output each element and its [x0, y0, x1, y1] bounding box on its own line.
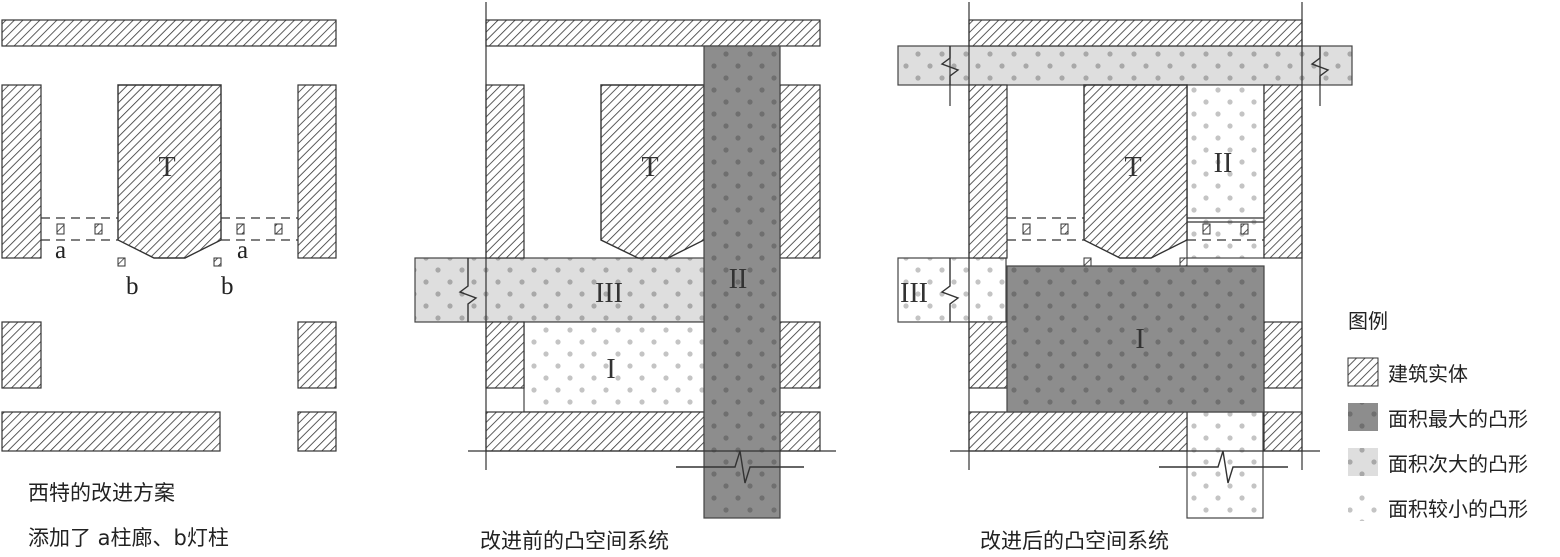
building-block [1, 19, 337, 47]
hatch-swatch-icon [1347, 357, 1379, 387]
space-I-label: I [1135, 324, 1144, 355]
space-II-band [897, 45, 1353, 86]
building-block [968, 84, 1008, 259]
medium-dotted-swatch-icon [1348, 448, 1378, 476]
building-block [968, 321, 1008, 389]
caption: 改进后的凸空间系统 [980, 529, 1169, 553]
building-block [968, 411, 1188, 452]
building-block [1263, 411, 1303, 452]
label-b-left: b [126, 273, 139, 300]
label-a-left: a [55, 237, 66, 264]
colonnade-right [1187, 217, 1264, 241]
building-block [485, 321, 525, 389]
building-block [779, 84, 821, 259]
legend-item-label: 建筑实体 [1388, 362, 1468, 386]
break-line [940, 46, 960, 85]
colonnade-column [274, 223, 283, 235]
break-line [1310, 46, 1330, 85]
lamp-post [213, 257, 222, 267]
space-II-label: II [729, 264, 748, 295]
colonnade-column [1202, 223, 1211, 235]
lamp-post [1083, 257, 1092, 267]
colonnade-column [1060, 223, 1069, 235]
light-dotted-swatch-icon [1348, 493, 1378, 521]
colonnade-right [221, 217, 298, 241]
legend-title: 图例 [1348, 309, 1388, 333]
tower-label: T [641, 152, 658, 183]
space-III-label: III [900, 278, 928, 309]
building-block [485, 84, 525, 259]
building-block [297, 411, 337, 452]
space-I-label: I [606, 354, 615, 385]
building-block [779, 321, 821, 389]
break-line [1159, 450, 1288, 484]
caption: 改进前的凸空间系统 [480, 529, 669, 553]
space-II [703, 45, 781, 519]
lamp-post [1179, 257, 1188, 267]
colonnade-column [1240, 223, 1249, 235]
building-block [297, 321, 337, 389]
colonnade-column [236, 223, 245, 235]
colonnade-left [41, 217, 118, 241]
space-III [897, 257, 1007, 323]
legend-item-label: 面积最大的凸形 [1388, 407, 1528, 431]
panel-1-site-plan: T a a b b 西特的改进方案 添加了 a柱廊、b灯柱 [1, 19, 337, 550]
building-block [485, 411, 705, 452]
building-block [968, 19, 1303, 47]
break-line [940, 258, 960, 322]
space-I [523, 321, 736, 413]
legend-item-label: 面积较小的凸形 [1388, 497, 1528, 521]
colonnade-column [94, 223, 103, 235]
tower-label: T [158, 152, 175, 183]
panel-2-before: T III I II 改进前的凸空间系统 [414, 2, 836, 553]
colonnade-column [56, 223, 65, 235]
break-line [676, 450, 804, 484]
lamp-post [117, 257, 126, 267]
label-b-right: b [221, 273, 234, 300]
space-II-small [1186, 84, 1265, 259]
building-block [779, 411, 821, 452]
space-III-label: III [595, 278, 623, 309]
building-block [1, 84, 42, 259]
label-a-right: a [237, 237, 248, 264]
colonnade-column [1022, 223, 1031, 235]
building-block [1263, 321, 1303, 389]
building-block [1, 411, 221, 452]
dark-dotted-swatch-icon [1348, 403, 1378, 431]
caption-line-1: 西特的改进方案 [28, 481, 175, 505]
tower-label: T [1124, 152, 1141, 183]
space-II-label: II [1214, 148, 1233, 179]
caption-line-2: 添加了 a柱廊、b灯柱 [28, 526, 229, 550]
building-block [485, 19, 821, 47]
building-block [297, 84, 337, 259]
break-line [458, 258, 478, 322]
building-block [1263, 84, 1303, 259]
building-block [1, 321, 42, 389]
colonnade-left [1007, 217, 1084, 241]
legend-item-label: 面积次大的凸形 [1388, 452, 1528, 476]
space-I [1006, 265, 1265, 413]
panel-3-after: T III I II 改进后的凸空间系统 [897, 2, 1353, 553]
legend: 图例 建筑实体 面积最大的凸形 面积次大的凸形 面积较小的凸形 [1347, 309, 1528, 521]
